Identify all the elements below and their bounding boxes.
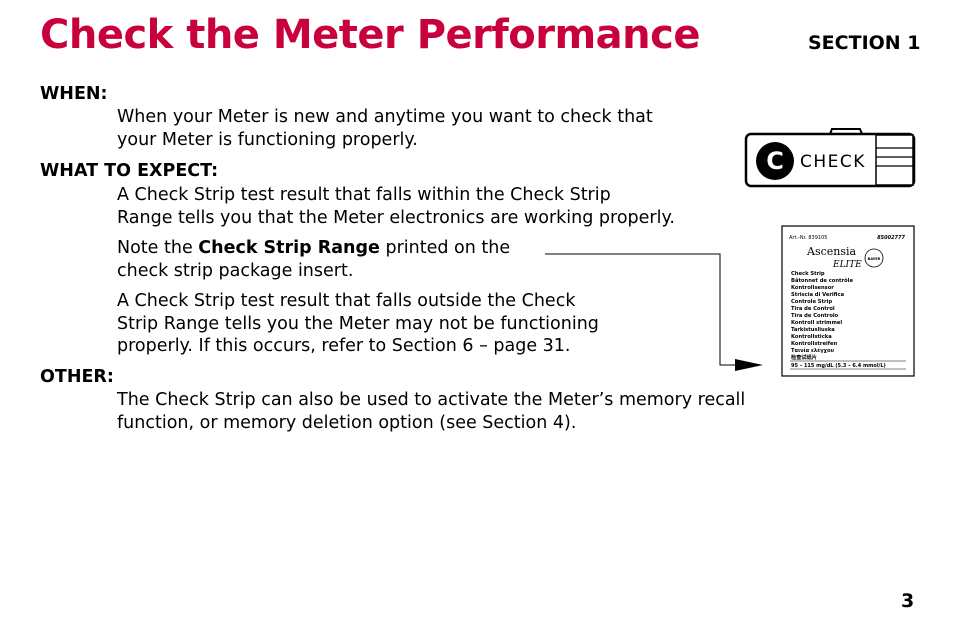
- text-line: Range tells you that the Meter electroni…: [117, 207, 675, 228]
- what-to-expect-heading: WHAT TO EXPECT:: [40, 161, 219, 181]
- note-suffix: printed on the: [379, 238, 511, 258]
- check-logo-letter: C: [766, 147, 784, 175]
- text-line: properly. If this occurs, refer to Secti…: [117, 336, 571, 356]
- other-heading: OTHER:: [40, 367, 114, 387]
- check-strip-label: CHECK: [800, 152, 866, 172]
- insert-name: 检查试纸片: [791, 353, 817, 361]
- art-number: Art.-Nr. 839105: [789, 235, 827, 241]
- check-strip-range-value: 95 – 115 mg/dL (5.3 – 6.4 mmol/L): [791, 363, 886, 369]
- bayer-logo-icon: [864, 248, 884, 268]
- page-title: Check the Meter Performance: [40, 12, 700, 58]
- text-line: function, or memory deletion option (see…: [117, 412, 577, 433]
- bayer-logo-text: BAYER: [868, 257, 881, 261]
- text-line: your Meter is functioning properly.: [117, 129, 418, 150]
- insert-name: Tarkistusliuska: [791, 327, 835, 333]
- text-line: Strip Range tells you the Meter may not …: [117, 313, 599, 334]
- insert-name: Striscia di Verifica: [791, 292, 845, 298]
- insert-name: Kontrollsticka: [791, 334, 832, 340]
- check-strip-icon: C CHECK: [744, 128, 916, 188]
- text-line: When your Meter is new and anytime you w…: [117, 107, 653, 127]
- brand-sub: ELITE: [832, 260, 862, 270]
- note-prefix: Note the: [117, 238, 199, 258]
- page-number: 3: [901, 590, 915, 612]
- insert-name: Tira de Controlo: [791, 313, 839, 319]
- insert-name: Kontroll strimmel: [791, 320, 842, 326]
- text-line: A Check Strip test result that falls wit…: [117, 185, 611, 205]
- text-line: check strip package insert.: [117, 260, 354, 281]
- text-line: Note the Check Strip Range printed on th…: [117, 237, 510, 260]
- insert-name: Tira de Control: [791, 306, 835, 312]
- expect-paragraph-1: A Check Strip test result that falls wit…: [117, 184, 675, 229]
- package-insert-icon: Art.-Nr. 839105 85002777 Ascensia ELITE …: [781, 225, 915, 377]
- package-insert-figure: Art.-Nr. 839105 85002777 Ascensia ELITE …: [545, 225, 915, 377]
- check-logo-icon: [756, 142, 794, 180]
- insert-name: Kontrollstreifen: [791, 341, 838, 347]
- other-text: The Check Strip can also be used to acti…: [117, 389, 745, 434]
- expect-note-paragraph: Note the Check Strip Range printed on th…: [117, 237, 510, 282]
- text-line: A Check Strip test result that falls out…: [117, 291, 576, 311]
- insert-name: Check Strip: [791, 271, 825, 277]
- pointer-arrow: [545, 253, 763, 371]
- text-line: The Check Strip can also be used to acti…: [117, 390, 746, 410]
- when-heading: WHEN:: [40, 84, 108, 104]
- expect-paragraph-3: A Check Strip test result that falls out…: [117, 290, 599, 358]
- insert-name: Controle Strip: [791, 299, 832, 305]
- lot-number: 85002777: [877, 235, 905, 241]
- check-strip-range-term: Check Strip Range: [198, 238, 380, 258]
- insert-name: Kontrollsensor: [791, 285, 834, 291]
- insert-name: Bâtonnet de contrôle: [791, 277, 853, 284]
- brand-name: Ascensia: [806, 245, 857, 258]
- insert-name: Ταινία ελέγχου: [791, 347, 835, 354]
- section-label: SECTION 1: [808, 32, 921, 54]
- when-text: When your Meter is new and anytime you w…: [117, 106, 653, 151]
